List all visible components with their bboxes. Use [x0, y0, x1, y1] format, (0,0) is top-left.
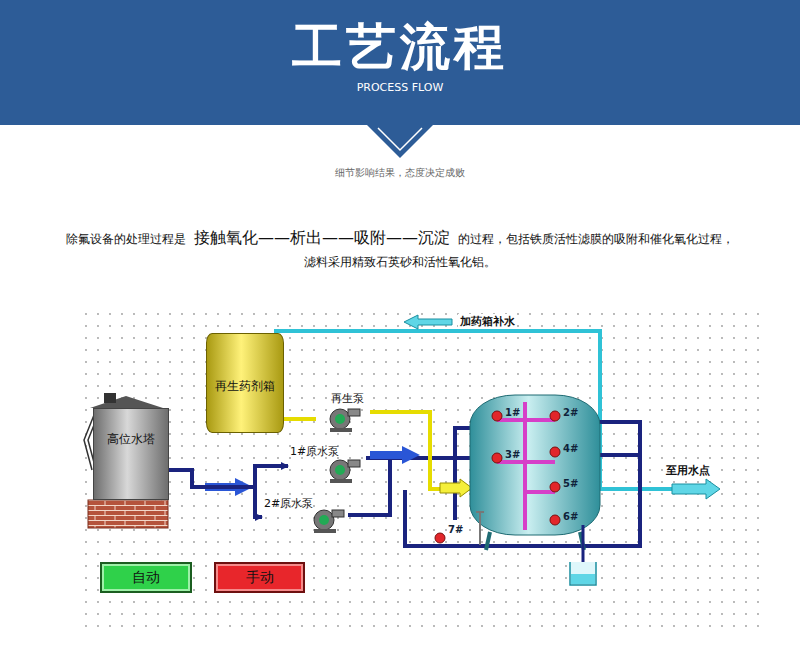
callout-number: 5# — [563, 478, 578, 489]
banner-notch — [366, 124, 434, 158]
callout-number: 2# — [563, 407, 578, 418]
page-title: 工艺流程 — [0, 14, 800, 81]
drain-beaker — [570, 562, 596, 585]
slogan: 细节影响结果，态度决定成败 — [0, 166, 800, 180]
cyan-arrow — [404, 315, 452, 329]
node-label: 手动 — [216, 564, 303, 591]
intro-row: 除氟设备的处理过程是接触氧化——析出——吸附——沉淀的过程，包括铁质活性滤膜的吸… — [0, 228, 800, 249]
node-label: 再生泵 — [316, 391, 378, 406]
inner-pipe — [497, 402, 555, 530]
tank-legs — [486, 532, 584, 550]
notch-line — [378, 128, 422, 150]
brick-base — [88, 500, 168, 528]
pipe-label: 至用水点 — [664, 463, 712, 478]
callout-number: 6# — [563, 511, 578, 522]
pump-symbol — [310, 508, 346, 534]
pipe-connector — [169, 470, 262, 517]
navy-pipe — [348, 458, 390, 515]
outlet-arrow — [672, 479, 720, 499]
chemical-tank: 再生药剂箱 — [206, 333, 284, 433]
yellow-pipe — [370, 412, 470, 489]
pump-symbol — [326, 407, 362, 433]
pump-symbol — [326, 458, 362, 484]
pump: 1#原水泵 — [288, 444, 374, 484]
tower-roof — [90, 396, 163, 408]
tower-vent — [104, 393, 116, 403]
intro-text: 的过程，包括铁质活性滤膜的吸附和催化氧化过程， — [458, 232, 734, 246]
pump: 再生泵 — [316, 391, 378, 433]
node-label: 高位水塔 — [94, 431, 168, 448]
grid — [76, 308, 766, 633]
node-label: 自动 — [102, 564, 190, 591]
node-label: 2#原水泵 — [262, 496, 356, 511]
water-tower: 高位水塔 — [93, 408, 169, 500]
valves — [435, 411, 560, 543]
node-label: 1#原水泵 — [288, 444, 374, 459]
intro-text: 除氟设备的处理过程是 — [66, 232, 186, 246]
drain-pipe — [582, 525, 585, 565]
banner — [0, 0, 800, 125]
callout-number: 7# — [448, 524, 463, 535]
button-manual: 手动 — [214, 562, 305, 593]
yellow-arrow — [440, 479, 472, 497]
intro-highlight: 接触氧化——析出——吸附——沉淀 — [194, 228, 450, 247]
callout-number: 1# — [505, 407, 520, 418]
drain-water — [571, 574, 595, 584]
pipe-label: 加药箱补水 — [458, 314, 517, 329]
gauge — [476, 512, 484, 545]
button-auto: 自动 — [100, 562, 192, 593]
intro-text: 滤料采用精致石英砂和活性氧化铝。 — [0, 254, 800, 271]
callout-number: 3# — [505, 449, 520, 460]
subtitle-en: PROCESS FLOW — [0, 81, 800, 94]
filter-tank — [470, 395, 600, 535]
flow-arrow — [370, 446, 420, 464]
pipe-connector — [284, 417, 316, 421]
node-label: 再生药剂箱 — [207, 378, 283, 395]
callout-number: 4# — [563, 443, 578, 454]
pump: 2#原水泵 — [262, 496, 356, 534]
